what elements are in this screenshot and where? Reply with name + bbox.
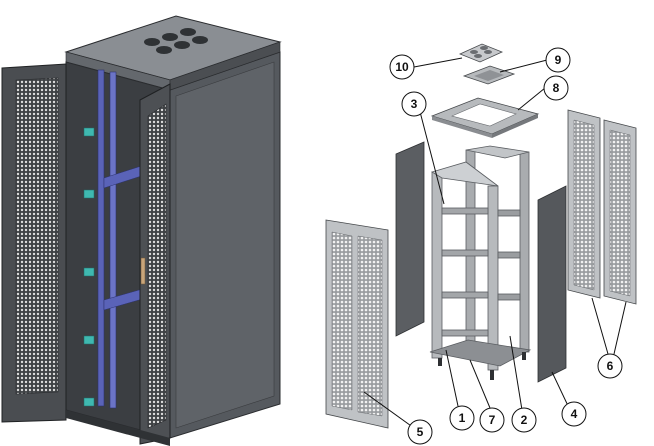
front-door-right-mesh <box>147 103 167 429</box>
front-door-left-mesh <box>15 77 59 395</box>
callout-label: 2 <box>521 413 528 427</box>
door-handle <box>140 257 146 285</box>
callout-6: 6 <box>597 353 623 379</box>
callout-9: 9 <box>545 47 571 73</box>
callout-7: 7 <box>479 407 505 433</box>
part-frame <box>429 145 532 371</box>
callout-label: 8 <box>553 81 560 95</box>
callout-4: 4 <box>561 401 587 427</box>
callout-8: 8 <box>543 75 569 101</box>
callout-label: 7 <box>489 413 496 427</box>
callout-3: 3 <box>401 91 427 117</box>
mounting-rail-left <box>97 69 105 407</box>
part-side-panel-left <box>395 141 425 337</box>
callout-label: 1 <box>459 411 466 425</box>
exploded-view <box>325 43 637 429</box>
callout-5: 5 <box>407 419 433 445</box>
part-side-panel-right <box>537 185 567 383</box>
cabinet-base <box>66 410 170 446</box>
callout-label: 9 <box>555 53 562 67</box>
callout-label: 3 <box>411 97 418 111</box>
callout-label: 5 <box>417 425 424 439</box>
callout-label: 10 <box>395 60 409 74</box>
callout-label: 4 <box>571 407 578 421</box>
part-feet <box>438 352 526 380</box>
callout-1: 1 <box>449 405 475 431</box>
callout-2: 2 <box>511 407 537 433</box>
assembled-cabinet <box>1 15 282 446</box>
callout-label: 6 <box>607 359 614 373</box>
part-fan-tray <box>458 43 504 63</box>
mounting-rail-right <box>109 71 117 409</box>
callout-10: 10 <box>389 54 415 80</box>
top-fan-cutouts <box>144 28 208 54</box>
